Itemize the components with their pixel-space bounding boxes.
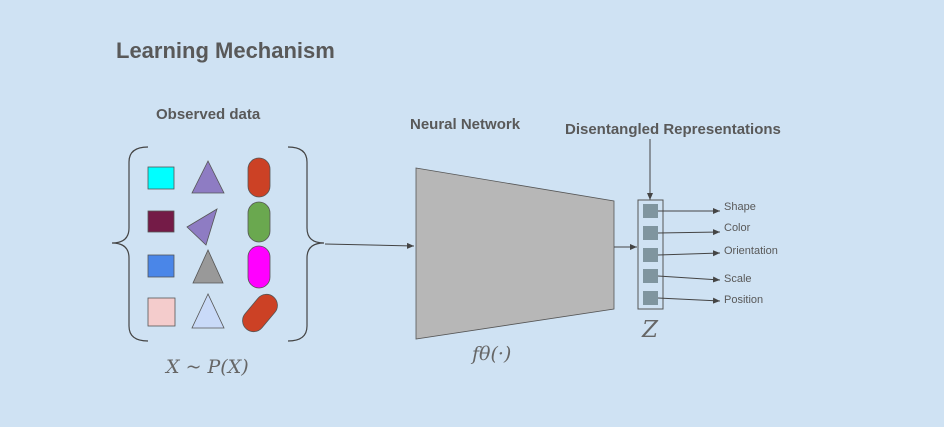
- factor-arrow: [657, 297, 721, 304]
- latent-cell: [643, 226, 658, 240]
- data-distribution-label: X ~ P(X): [166, 356, 249, 378]
- latent-cell: [643, 291, 658, 305]
- factor-label-color: Color: [724, 222, 751, 234]
- factor-arrow: [657, 250, 721, 257]
- latent-cell: [643, 269, 658, 283]
- input-arrow: [324, 242, 415, 249]
- network-function-label: fθ(·): [472, 343, 512, 365]
- observed-data-heading: Observed data: [156, 106, 261, 123]
- neural-network-trapezoid: [415, 167, 615, 340]
- factor-arrow: [657, 229, 721, 236]
- pink-square: [147, 297, 176, 327]
- maroon-square: [147, 210, 175, 233]
- right-brace: [287, 146, 325, 342]
- factor-arrow: [657, 275, 721, 283]
- latent-cell: [643, 248, 658, 262]
- neural-network-heading: Neural Network: [410, 116, 521, 133]
- magenta-capsule: [247, 245, 271, 289]
- factor-label-position: Position: [724, 294, 764, 306]
- factor-label-scale: Scale: [724, 273, 752, 285]
- gray-triangle: [192, 249, 224, 284]
- latent-cell: [643, 204, 658, 218]
- purple-triangle: [191, 160, 225, 194]
- disentangled-representations-heading: Disentangled Representations: [565, 121, 781, 138]
- light-triangle: [191, 293, 225, 329]
- factor-label-shape: Shape: [724, 201, 756, 213]
- cyan-square: [147, 166, 175, 190]
- green-capsule: [247, 201, 271, 243]
- page-title: Learning Mechanism: [116, 38, 335, 63]
- left-brace: [111, 146, 149, 342]
- latent-variable-label: Z: [642, 317, 658, 343]
- factor-label-orientation: Orientation: [724, 245, 778, 257]
- blue-square: [147, 254, 175, 278]
- tilted-red-capsule: [242, 293, 278, 333]
- rotated-purple-triangle: [186, 208, 218, 246]
- red-capsule: [247, 157, 271, 198]
